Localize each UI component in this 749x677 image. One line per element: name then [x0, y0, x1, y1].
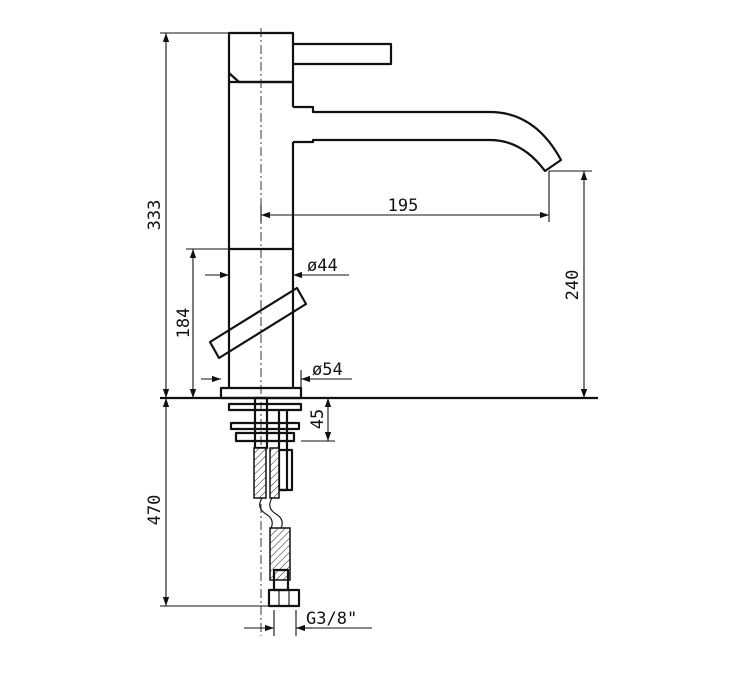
extension-lines: [160, 32, 592, 636]
dim-shank-length: 45: [308, 398, 332, 441]
spout: [293, 105, 563, 173]
dim-thread-size-label: G3/8": [306, 609, 357, 629]
dim-body-diameter: ø44: [205, 256, 349, 279]
handle-lever: [293, 42, 393, 66]
body-cylinder: [227, 82, 295, 388]
dim-total-height: 333: [145, 33, 170, 398]
side-lever: [208, 286, 308, 360]
dim-spout-height-label: 240: [563, 270, 583, 301]
mounting-kit: [227, 396, 303, 608]
break-line: [259, 497, 273, 531]
dim-base-diameter: ø54: [201, 360, 352, 388]
dim-body-height: 184: [174, 249, 197, 398]
dim-spout-reach: 195: [261, 196, 549, 219]
hose-right: [269, 447, 280, 499]
hose-left: [253, 447, 267, 499]
dim-spout-reach-label: 195: [388, 196, 419, 216]
dim-thread-size: G3/8": [244, 609, 372, 632]
faucet-body: [208, 28, 563, 636]
dim-base-diameter-label: ø54: [312, 360, 343, 380]
hex-nut: [267, 588, 301, 608]
dim-total-height-label: 333: [145, 200, 165, 231]
fixing-plate-top: [227, 402, 303, 412]
dim-body-diameter-label: ø44: [307, 256, 338, 276]
fixing-plate-bottom: [229, 421, 301, 431]
shank-nut: [234, 431, 296, 443]
dim-hose-length-label: 470: [145, 495, 165, 526]
dim-spout-height: 240: [563, 171, 588, 398]
dim-shank-length-label: 45: [308, 409, 328, 429]
dim-body-height-label: 184: [174, 308, 194, 339]
dim-hose-length: 470: [145, 398, 170, 606]
break-line-2: [269, 497, 283, 531]
hose-lower: [269, 527, 291, 581]
